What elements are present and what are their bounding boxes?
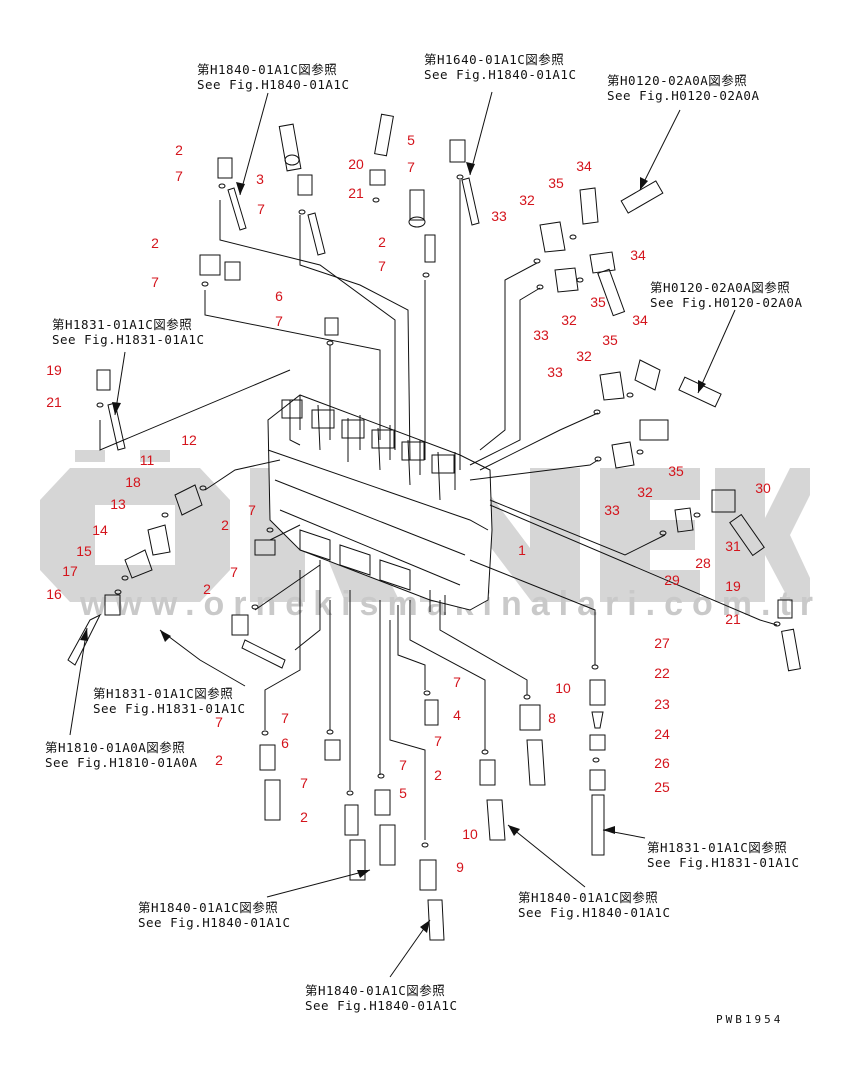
callout-number: 22: [654, 665, 670, 681]
callout-number: 7: [378, 258, 386, 274]
callout-number: 7: [275, 313, 283, 329]
callout-number: 4: [453, 707, 461, 723]
callout-number: 20: [348, 156, 364, 172]
callout-number: 14: [92, 522, 108, 538]
callout-number: 35: [548, 175, 564, 191]
callout-number: 33: [533, 327, 549, 343]
callout-number: 33: [491, 208, 507, 224]
callout-number: 7: [230, 564, 238, 580]
callout-number: 7: [175, 168, 183, 184]
callout-number: 7: [215, 714, 223, 730]
callout-number: 21: [348, 185, 364, 201]
callout-number: 25: [654, 779, 670, 795]
callout-number: 34: [630, 247, 646, 263]
callout-number: 9: [456, 859, 464, 875]
callout-number: 28: [695, 555, 711, 571]
callout-number: 32: [519, 192, 535, 208]
callout-number: 2: [175, 142, 183, 158]
callout-number: 26: [654, 755, 670, 771]
callout-number: 17: [62, 563, 78, 579]
callout-number: 19: [46, 362, 62, 378]
callout-number: 32: [576, 348, 592, 364]
callout-number: 6: [281, 735, 289, 751]
callout-number: 2: [221, 517, 229, 533]
callout-number: 32: [561, 312, 577, 328]
callout-number: 7: [257, 201, 265, 217]
callout-number: 33: [604, 502, 620, 518]
callout-number: 8: [548, 710, 556, 726]
callout-number: 23: [654, 696, 670, 712]
callout-number: 35: [602, 332, 618, 348]
callout-number: 7: [281, 710, 289, 726]
callout-number: 5: [399, 785, 407, 801]
callout-number: 2: [434, 767, 442, 783]
callout-number: 12: [181, 432, 197, 448]
callout-number: 19: [725, 578, 741, 594]
callout-number: 33: [547, 364, 563, 380]
callout-number: 7: [453, 674, 461, 690]
callout-number: 2: [378, 234, 386, 250]
callout-number: 27: [654, 635, 670, 651]
callout-number: 2: [215, 752, 223, 768]
callout-number: 29: [664, 572, 680, 588]
callout-number: 32: [637, 484, 653, 500]
callout-number: 10: [555, 680, 571, 696]
drawing-code: PWB1954: [716, 1013, 784, 1026]
callout-number: 21: [725, 611, 741, 627]
callout-number: 5: [407, 132, 415, 148]
callout-number: 2: [151, 235, 159, 251]
callout-number: 7: [151, 274, 159, 290]
callout-number: 13: [110, 496, 126, 512]
callout-number: 24: [654, 726, 670, 742]
callout-number: 7: [407, 159, 415, 175]
callout-number: 21: [46, 394, 62, 410]
callout-number: 35: [668, 463, 684, 479]
callout-number: 16: [46, 586, 62, 602]
callout-number: 10: [462, 826, 478, 842]
callout-number: 6: [275, 288, 283, 304]
callout-number: 7: [434, 733, 442, 749]
callout-number: 15: [76, 543, 92, 559]
callout-number: 18: [125, 474, 141, 490]
callout-number: 1: [518, 542, 526, 558]
callout-number: 3: [256, 171, 264, 187]
callout-number: 34: [632, 312, 648, 328]
callout-number: 7: [399, 757, 407, 773]
callout-number: 2: [203, 581, 211, 597]
callout-number: 30: [755, 480, 771, 496]
callout-number: 11: [139, 452, 155, 468]
callout-number: 31: [725, 538, 741, 554]
callout-number: 2: [300, 809, 308, 825]
callout-number: 7: [300, 775, 308, 791]
callout-number: 34: [576, 158, 592, 174]
callout-number: 7: [248, 502, 256, 518]
callout-number: 35: [590, 294, 606, 310]
